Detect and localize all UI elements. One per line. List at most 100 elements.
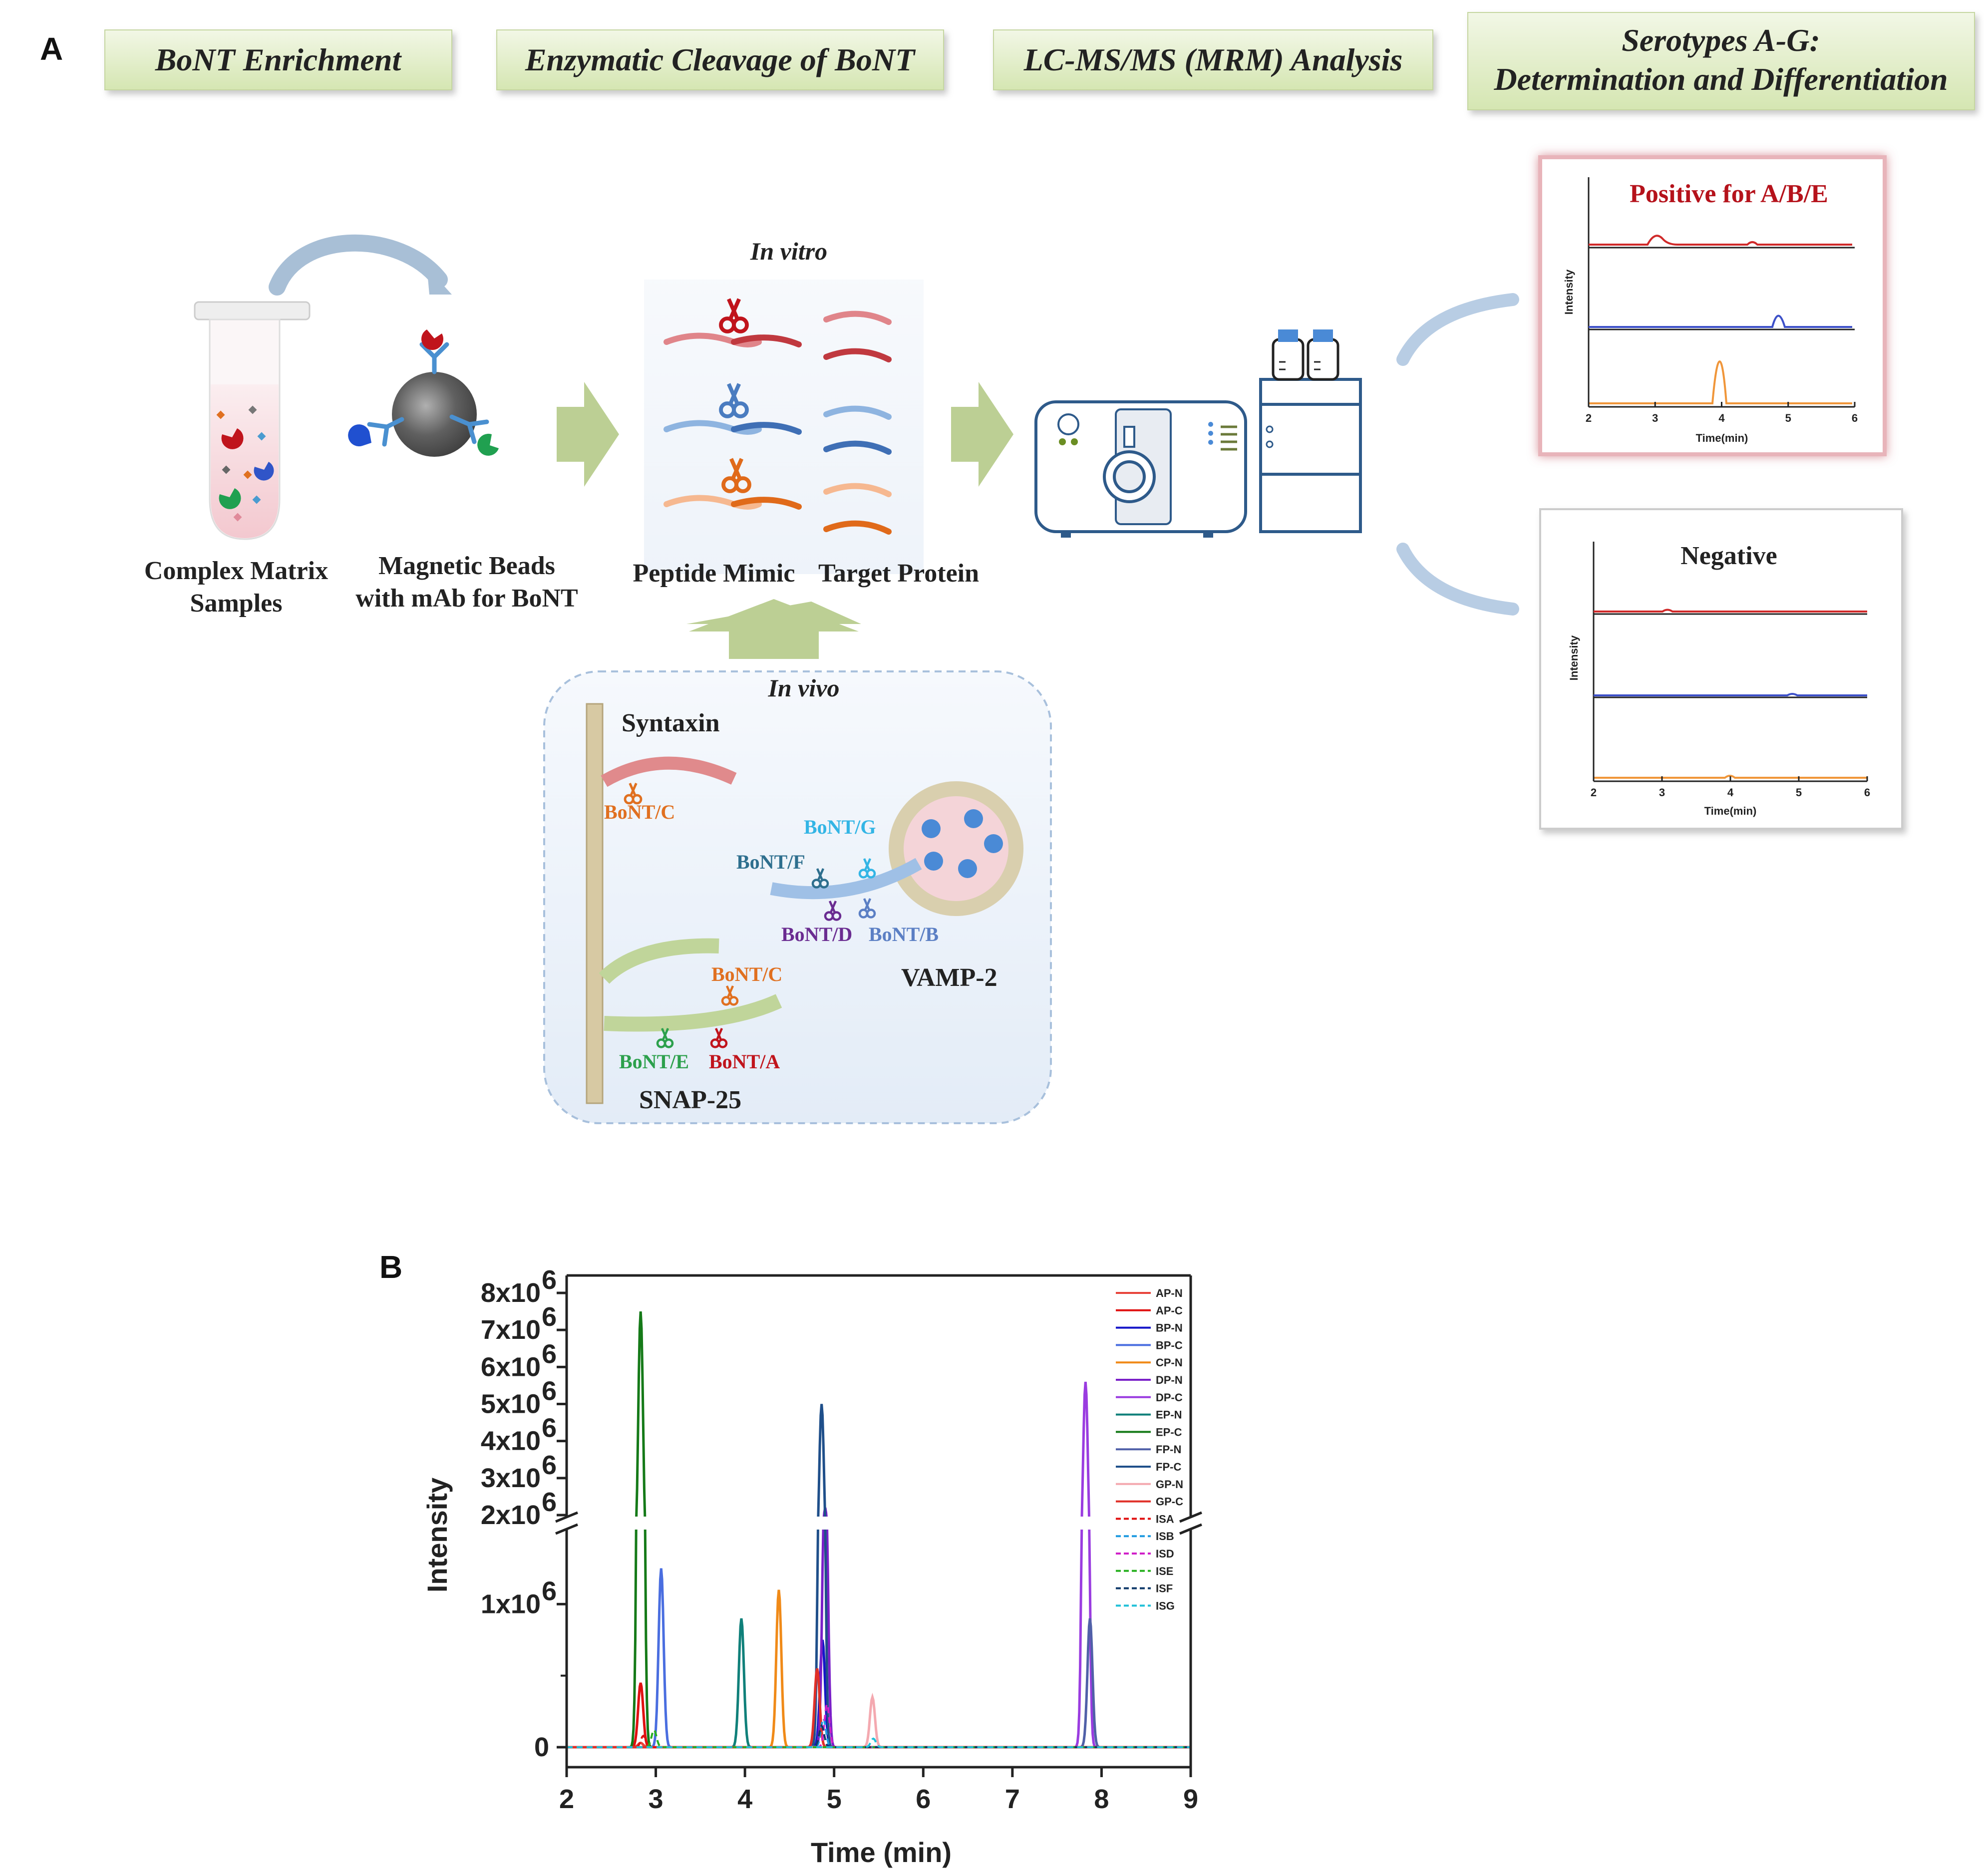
header-enrichment: BoNT Enrichment (104, 29, 452, 90)
peptide-mimic-label: Peptide Mimic (633, 559, 795, 588)
snap25-label: SNAP-25 (639, 1086, 741, 1114)
mini-tick-label: 3 (1652, 412, 1658, 424)
bont-g: BoNT/G (804, 816, 876, 838)
x-tick-label: 2 (559, 1784, 574, 1814)
membrane-bar (586, 703, 604, 1104)
samples-label-line2: Samples (190, 589, 283, 618)
legend-label: ISB (1156, 1530, 1174, 1543)
mini-tick-label: 3 (1659, 786, 1665, 799)
legend-label: EP-N (1156, 1409, 1182, 1421)
peptide-mimics (663, 332, 802, 510)
transfer-arrow-head (427, 267, 452, 295)
bont-c-syntaxin: BoNT/C (604, 801, 675, 823)
positive-ylabel: Intensity (1563, 269, 1575, 314)
positive-trace-e (1589, 360, 1852, 404)
series-line-ap-c (567, 1682, 1191, 1749)
vamp2-label: VAMP-2 (901, 963, 997, 992)
arrow-to-cleavage (557, 382, 619, 487)
snap25-strand-top (599, 938, 719, 984)
series-line-fp-n (567, 1618, 1191, 1749)
vamp2-strand (770, 858, 922, 900)
transfer-curved-arrow (269, 234, 448, 296)
y-tick-exponent: 6 (542, 1487, 557, 1517)
header-lcms-text: LC-MS/MS (MRM) Analysis (1023, 42, 1403, 77)
panel-b-label: B (379, 1249, 402, 1285)
bont-a: BoNT/A (709, 1050, 780, 1073)
x-tick-label: 5 (827, 1784, 842, 1814)
y-tick-exponent: 6 (542, 1339, 557, 1369)
break-mark (1179, 1523, 1202, 1535)
legend-label: DP-N (1156, 1374, 1183, 1386)
legend-label: FP-N (1156, 1443, 1181, 1456)
mini-tick-label: 4 (1718, 412, 1725, 424)
in-vivo-label: In vivo (767, 674, 839, 702)
break-mark (555, 1511, 578, 1523)
header-enrichment-text: BoNT Enrichment (155, 42, 402, 77)
series-line-gp-c (567, 1668, 1191, 1749)
beads-label-line2: with mAb for BoNT (355, 584, 578, 613)
header-serotypes-line2: Determination and Differentiation (1493, 61, 1948, 97)
legend-label: GP-N (1156, 1478, 1183, 1491)
samples-label-line1: Complex Matrix (144, 557, 328, 585)
in-vitro-label: In vitro (750, 237, 827, 265)
chromatogram-traces (567, 1311, 1191, 1749)
header-serotypes-line1: Serotypes A-G: (1622, 22, 1820, 58)
x-tick-label: 7 (1005, 1784, 1020, 1814)
positive-xlabel: Time(min) (1696, 432, 1748, 444)
series-line-dp-n (567, 1507, 1191, 1749)
bont-f: BoNT/F (736, 851, 805, 873)
positive-title: Positive for A/B/E (1630, 180, 1828, 208)
mini-tick-label: 2 (1586, 412, 1592, 424)
positive-trace-a (1589, 235, 1852, 246)
beads-label-line1: Magnetic Beads (378, 552, 555, 580)
positive-trace-b (1589, 314, 1852, 328)
x-tick-label: 9 (1183, 1784, 1198, 1814)
x-tick-label: 8 (1094, 1784, 1109, 1814)
target-proteins (823, 311, 892, 535)
series-line-dp-c (567, 1381, 1191, 1749)
legend-label: BP-N (1156, 1322, 1183, 1334)
arrow-to-lcms (951, 382, 1013, 487)
panel-b-ylabel: Intensity (421, 1478, 453, 1592)
vesicle-icon (889, 781, 1023, 916)
x-tick-label: 3 (649, 1784, 663, 1814)
mini-tick-label: 5 (1796, 786, 1802, 799)
y-tick-exponent: 6 (542, 1576, 557, 1606)
legend-label: DP-C (1156, 1391, 1183, 1404)
y-tick-exponent: 6 (542, 1376, 557, 1406)
legend-label: ISG (1156, 1599, 1175, 1612)
y-tick-label: 4x10 (481, 1426, 541, 1456)
legend-label: BP-C (1156, 1339, 1183, 1351)
series-line-ep-n (567, 1618, 1191, 1749)
negative-ylabel: Intensity (1568, 635, 1580, 680)
legend-label: AP-C (1156, 1304, 1183, 1317)
magnetic-bead-icon (348, 329, 499, 457)
negative-title: Negative (1680, 542, 1777, 570)
y-tick-label: 1x10 (481, 1589, 541, 1619)
mini-tick-label: 4 (1727, 786, 1734, 799)
positive-result-panel: Positive for A/B/E Intensity Time(min) 2… (1538, 155, 1887, 456)
sample-tube-icon (194, 301, 311, 540)
panel-a-label: A (40, 31, 63, 67)
y-tick-label: 7x10 (481, 1315, 541, 1345)
y-tick-label: 8x10 (481, 1278, 541, 1308)
bracket-negative (1396, 543, 1519, 616)
header-serotypes: Serotypes A-G: Determination and Differe… (1467, 12, 1975, 110)
chromatogram-legend: AP-NAP-CBP-NBP-CCP-NDP-NDP-CEP-NEP-CFP-N… (1116, 1287, 1183, 1612)
bracket-positive (1396, 293, 1519, 366)
bont-e: BoNT/E (619, 1050, 689, 1073)
legend-label: AP-N (1156, 1287, 1183, 1299)
legend-label: ISD (1156, 1548, 1174, 1560)
legend-label: ISA (1156, 1513, 1174, 1525)
target-protein-label: Target Protein (818, 559, 979, 588)
y-tick-exponent: 6 (542, 1302, 557, 1332)
syntaxin-label: Syntaxin (622, 709, 720, 737)
mini-tick-label: 2 (1591, 786, 1597, 799)
y-tick-exponent: 6 (542, 1413, 557, 1443)
